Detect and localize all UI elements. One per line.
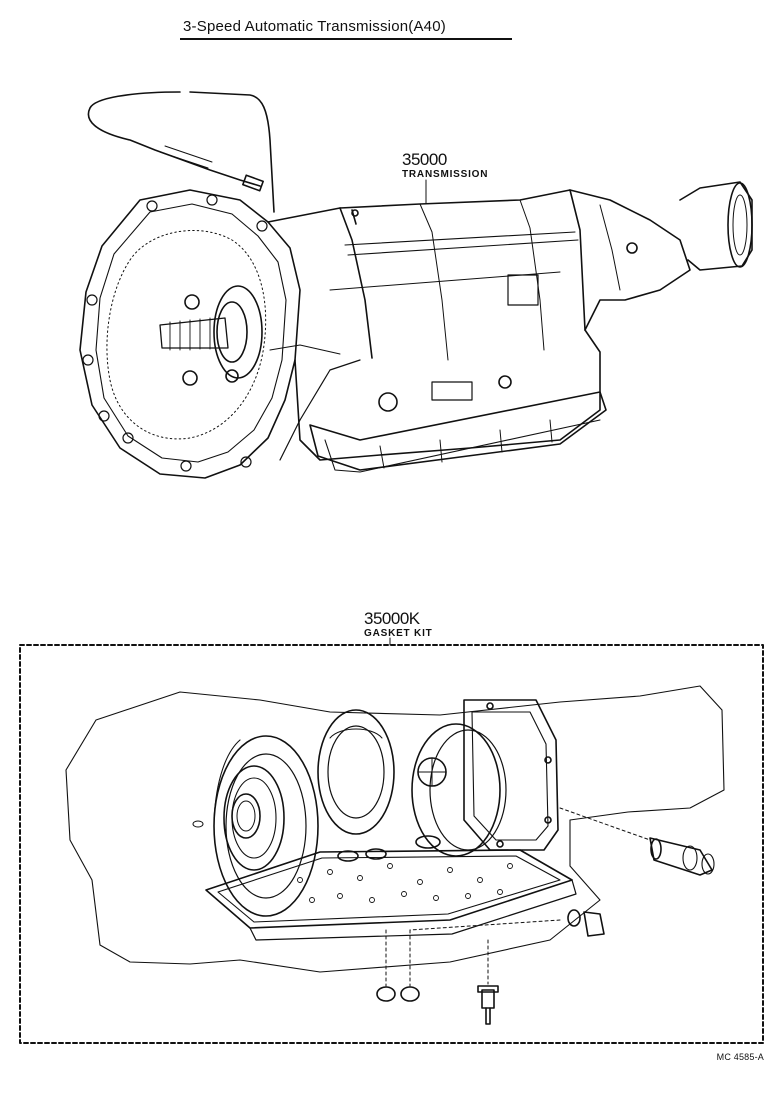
part-name-transmission[interactable]: TRANSMISSION <box>402 169 489 180</box>
gasket-seal-rings[interactable] <box>192 735 319 917</box>
transmission-assembly[interactable] <box>79 91 753 479</box>
filler-tube-seal[interactable] <box>649 837 715 876</box>
gasket-pump-seals[interactable] <box>411 699 559 857</box>
oil-pan <box>309 391 607 471</box>
title-underline <box>180 38 512 40</box>
part-name-gasket-kit[interactable]: GASKET KIT <box>364 628 433 639</box>
o-rings[interactable] <box>376 986 420 1002</box>
part-number-transmission[interactable]: 35000 <box>402 150 447 169</box>
transmission-outline <box>65 685 725 973</box>
reference-code: MC 4585-A <box>716 1052 764 1062</box>
bell-housing <box>79 189 301 479</box>
gasket-center-seal[interactable] <box>317 709 395 835</box>
drain-plug[interactable] <box>567 909 605 937</box>
shift-cable <box>87 91 261 187</box>
gasket-kit-boundary <box>19 644 764 1044</box>
retaining-bolt[interactable] <box>477 985 499 1025</box>
diagram-title: 3-Speed Automatic Transmission(A40) <box>183 18 446 35</box>
gasket-oil-pan-plate[interactable] <box>205 835 577 941</box>
extension-housing <box>569 189 691 331</box>
transmission-case <box>267 189 601 461</box>
part-number-gasket-kit[interactable]: 35000K <box>364 609 420 628</box>
